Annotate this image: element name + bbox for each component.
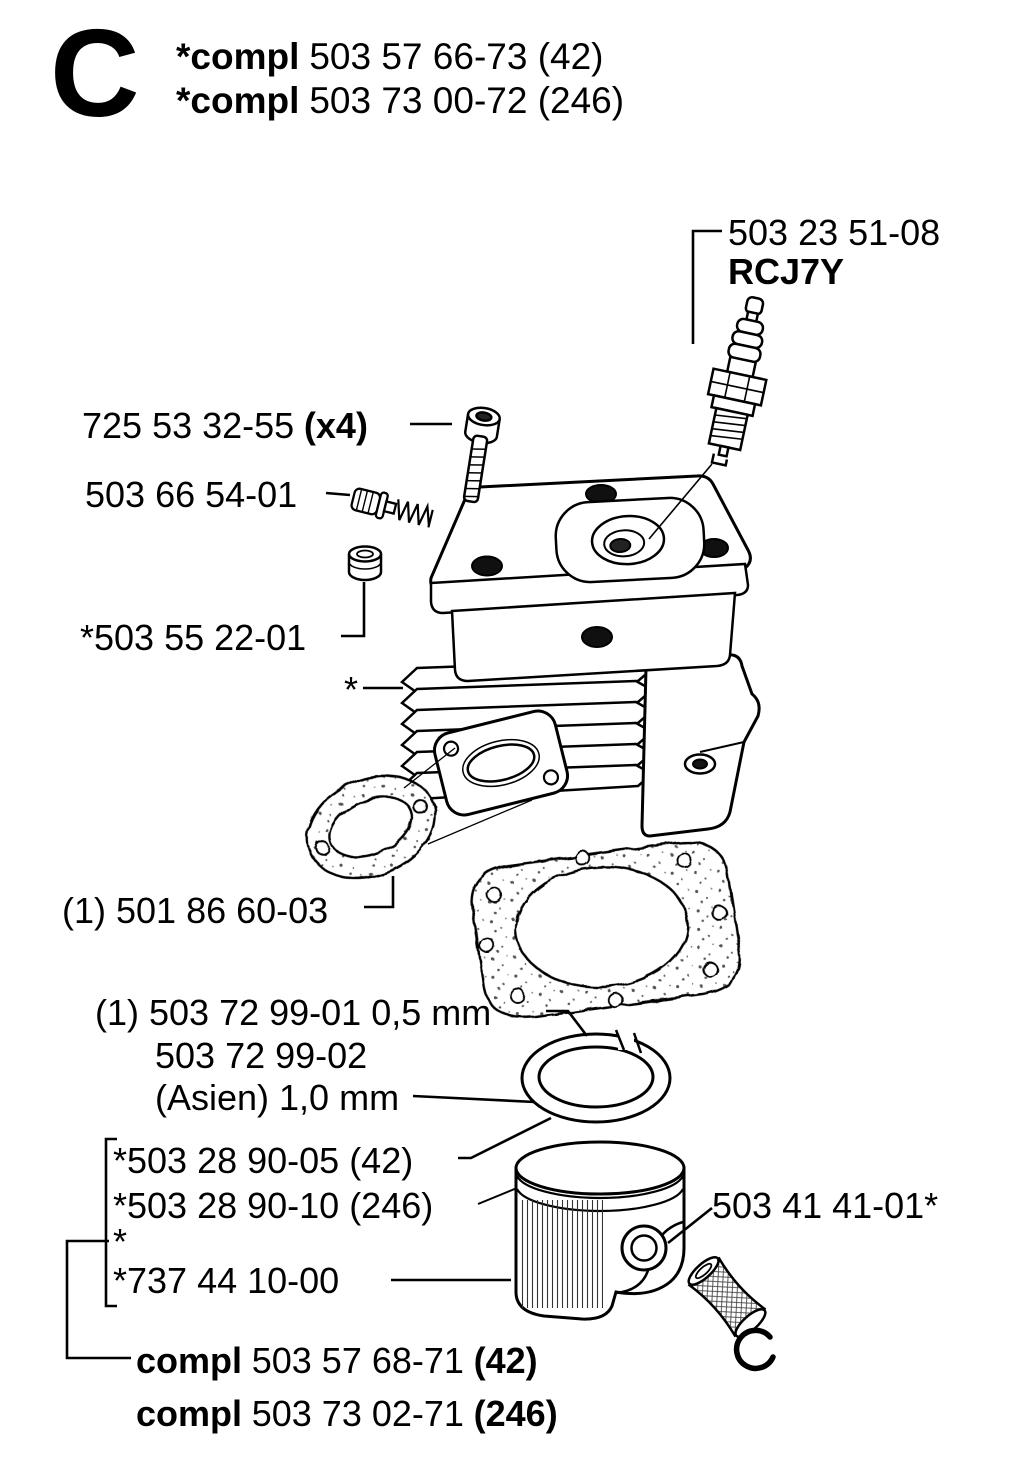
leader-ring-1	[546, 1009, 589, 1037]
leader-exhaust-gasket	[364, 876, 395, 909]
leader-ring-asien	[412, 1094, 536, 1104]
label-bolt: 725 53 32-55(x4)	[82, 406, 368, 446]
header-line-1-bold: *compl	[176, 36, 300, 77]
bracket-compl-group	[65, 1239, 131, 1360]
exhaust-port	[433, 709, 569, 817]
leader-valve	[325, 491, 351, 497]
header-line-2-bold: *compl	[176, 80, 300, 121]
label-spark-plug-type: RCJ7Y	[728, 251, 845, 292]
leader-spark-plug	[691, 229, 722, 344]
cover-plug-drawing	[347, 545, 383, 582]
leader-piston-246	[477, 1187, 518, 1205]
leader-cover-plug	[341, 582, 366, 638]
label-cylinder-marker: *	[344, 669, 359, 710]
label-valve-number: 503 66 54-01	[85, 474, 298, 515]
decompression-valve-drawing	[350, 487, 434, 528]
label-piston-ring-line2: 503 72 99-02	[155, 1035, 368, 1076]
piston-ring-drawing	[520, 1026, 672, 1124]
leader-bearing	[667, 1206, 713, 1245]
spark-plug-drawing	[706, 296, 768, 467]
alignment-line-1	[403, 747, 456, 789]
label-bearing-number: 503 41 41-01*	[712, 1185, 939, 1226]
header-line-2-number: 503 73 00-72 (246)	[309, 80, 625, 121]
label-circlip-number: *737 44 10-00	[113, 1260, 340, 1301]
leader-piston-42	[458, 1116, 552, 1160]
label-compl-246-bold: compl	[136, 1393, 243, 1434]
needle-bearing-drawing	[687, 1256, 767, 1338]
leader-lines	[65, 229, 722, 1360]
label-group-marker: *	[113, 1221, 128, 1262]
exhaust-gasket-drawing	[306, 774, 436, 880]
bracket-piston-group	[104, 1137, 117, 1308]
leader-plug-to-hole	[648, 463, 713, 540]
piston-drawing	[514, 1140, 686, 1321]
cylinder-drawing	[400, 474, 761, 838]
circlip-drawing	[733, 1327, 776, 1372]
cylinder-bolt-drawing	[462, 406, 501, 504]
alignment-line-2	[427, 799, 533, 845]
label-piston-ring-line3: (Asien) 1,0 mm	[155, 1077, 400, 1118]
label-piston-246-number: *503 28 90-10 (246)	[113, 1185, 434, 1226]
label-compl-42-bold: compl	[136, 1340, 243, 1381]
label-cover-plug-number: *503 55 22-01	[80, 617, 307, 658]
label-compl-246-qty: (246)	[473, 1393, 558, 1434]
cylinder-gasket-drawing	[470, 840, 742, 1019]
label-bolt-qty: (x4)	[303, 405, 368, 446]
label-bolt-number: 725 53 32-55	[82, 405, 295, 446]
section-letter: C	[50, 5, 140, 143]
label-exhaust-gasket-number: (1) 501 86 60-03	[62, 890, 329, 931]
label-piston-ring-line1: (1) 503 72 99-01 0,5 mm	[95, 992, 492, 1033]
label-compl-42-qty: (42)	[473, 1340, 538, 1381]
label-compl-246-number: 503 73 02-71	[251, 1393, 464, 1434]
label-compl-42-number: 503 57 68-71	[251, 1340, 464, 1381]
header-line-1-number: 503 57 66-73 (42)	[309, 36, 604, 77]
label-piston-42-number: *503 28 90-05 (42)	[113, 1140, 414, 1181]
label-spark-plug-number: 503 23 51-08	[728, 212, 941, 253]
